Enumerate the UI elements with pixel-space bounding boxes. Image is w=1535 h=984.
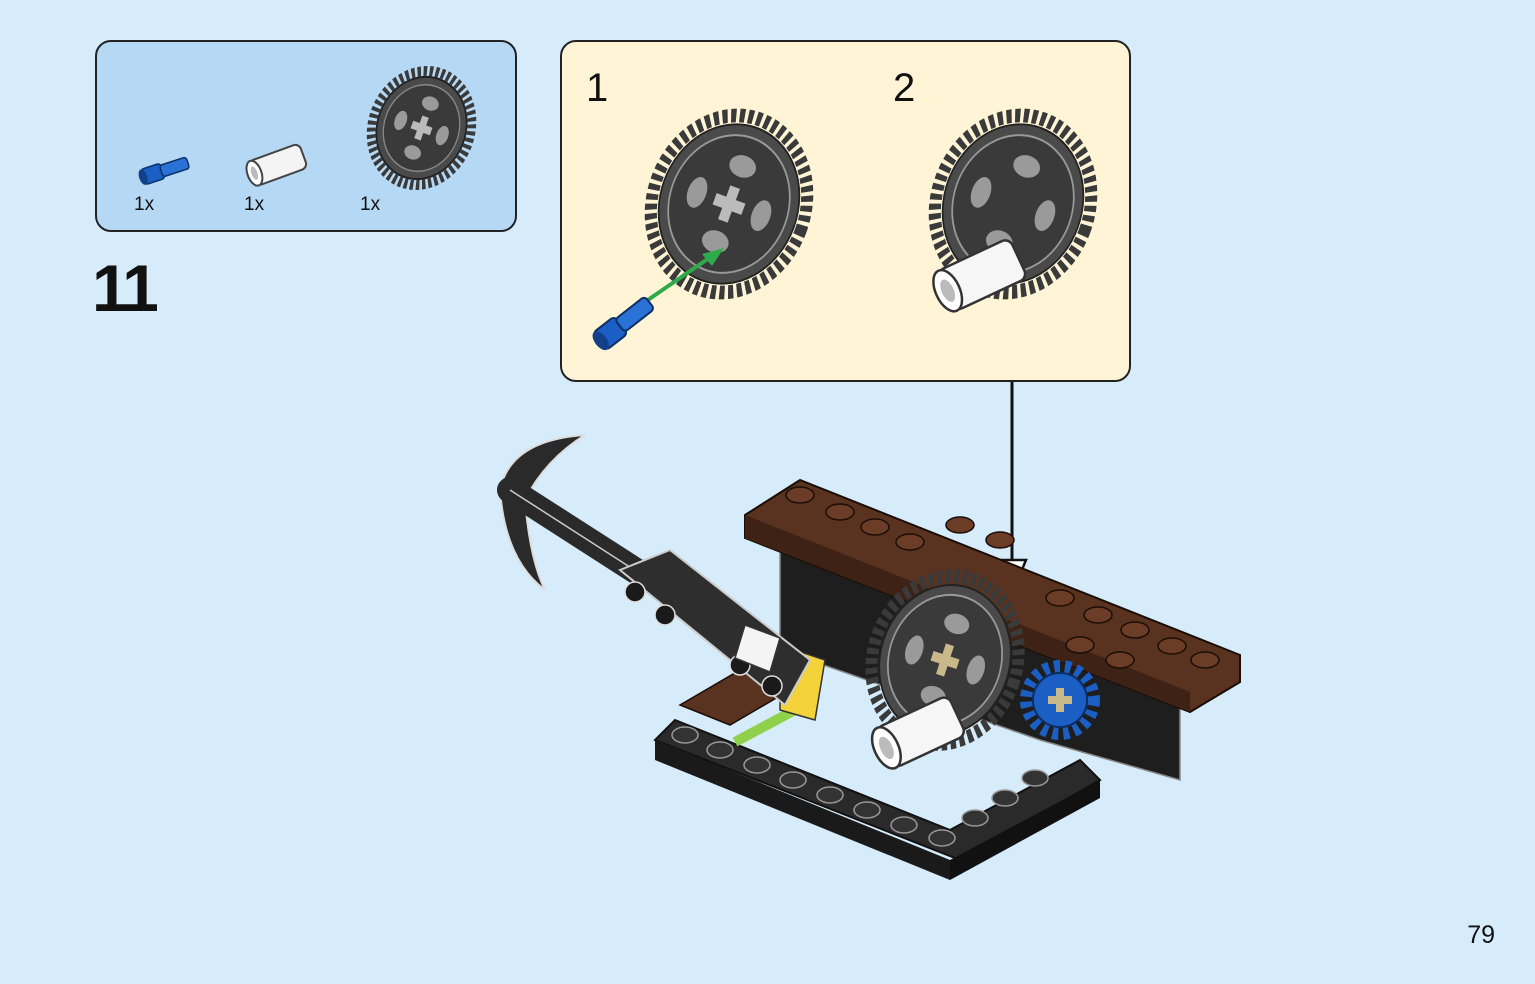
gear-40-tooth-icon	[928, 108, 1098, 300]
step-number: 11	[92, 251, 159, 325]
white-bushing-icon	[932, 239, 1027, 313]
blue-axle-pin-icon	[138, 156, 190, 185]
gear-40-tooth-icon	[644, 108, 814, 300]
parts-list-box: 1x 1x 1x	[95, 40, 517, 232]
page-number: 79	[1467, 921, 1495, 949]
assembly-model	[497, 434, 1241, 880]
blue-axle-pin-icon	[592, 296, 654, 351]
part-quantity-gear: 1x	[360, 194, 381, 215]
white-bushing-icon	[245, 143, 308, 187]
substep-number-1: 1	[586, 66, 609, 110]
green-insert-arrow	[640, 248, 724, 306]
substep-number-2: 2	[893, 66, 916, 110]
substep-callout: 1 2	[560, 40, 1131, 382]
part-quantity-bushing: 1x	[244, 194, 265, 215]
part-quantity-pin: 1x	[134, 194, 155, 215]
gear-40-tooth-icon	[366, 66, 477, 190]
